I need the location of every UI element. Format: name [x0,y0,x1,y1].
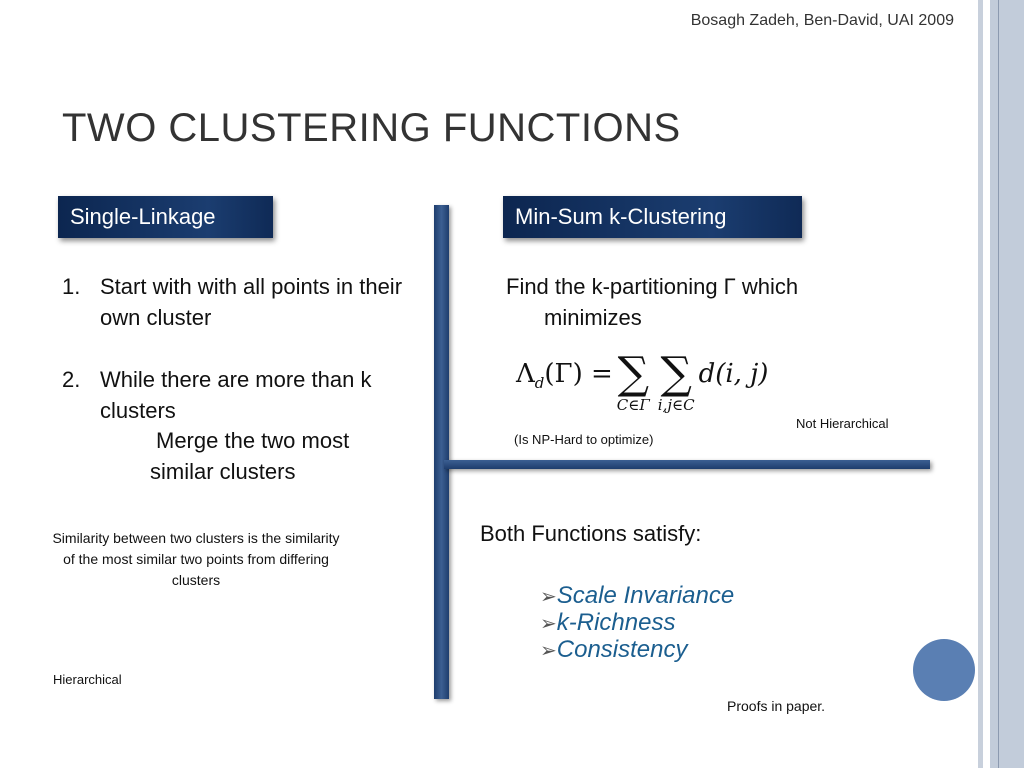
min-sum-header: Min-Sum k-Clustering [503,196,802,238]
vertical-divider [434,205,449,699]
decor-circle [913,639,975,701]
property-item: ➢k-Richness [540,609,676,636]
decor-stripe [978,0,983,768]
arrow-bullet-icon: ➢ [540,586,557,608]
single-linkage-header: Single-Linkage [58,196,273,238]
horizontal-divider [444,460,930,469]
sum-over-pairs: ∑i,j∈C [657,348,695,415]
step-number: 2. [62,367,81,392]
both-satisfy-heading: Both Functions satisfy: [480,521,702,546]
min-sum-formula: Λd(Γ) = ∑C∈Γ ∑i,j∈C d(i, j) [516,348,769,415]
arrow-bullet-icon: ➢ [540,613,557,635]
step-text: While there are more than k clusters [100,367,372,423]
formula-lhs: Λd(Γ) = [516,359,613,393]
arrow-bullet-icon: ➢ [540,640,557,662]
property-item: ➢Scale Invariance [540,582,735,609]
np-hard-note: (Is NP-Hard to optimize) [514,432,654,447]
decor-band [990,0,1024,768]
similarity-note: Similarity between two clusters is the s… [52,530,340,588]
step-2-substep: Merge the two most similar clusters [150,428,350,484]
proofs-note: Proofs in paper. [727,698,826,714]
formula-term: d(i, j) [698,359,769,389]
step-1: 1. Start with with all points in their o… [62,271,432,333]
not-hierarchical-tag: Not Hierarchical [796,416,889,431]
sum-over-clusters: ∑C∈Γ [616,348,650,415]
property-item: ➢Consistency [540,636,688,663]
slide-title: TWO CLUSTERING FUNCTIONS [62,106,681,150]
step-2: 2. While there are more than k clusters [62,364,432,426]
citation: Bosagh Zadeh, Ben-David, UAI 2009 [690,12,954,29]
min-sum-description: Find the k-partitioning Γ which minimize… [506,274,799,330]
step-number: 1. [62,274,81,299]
step-text: Start with with all points in their own … [100,274,403,330]
hierarchical-tag: Hierarchical [53,672,122,687]
property-list: ➢Scale Invariance ➢k-Richness ➢Consisten… [540,583,734,664]
decor-line [998,0,999,768]
